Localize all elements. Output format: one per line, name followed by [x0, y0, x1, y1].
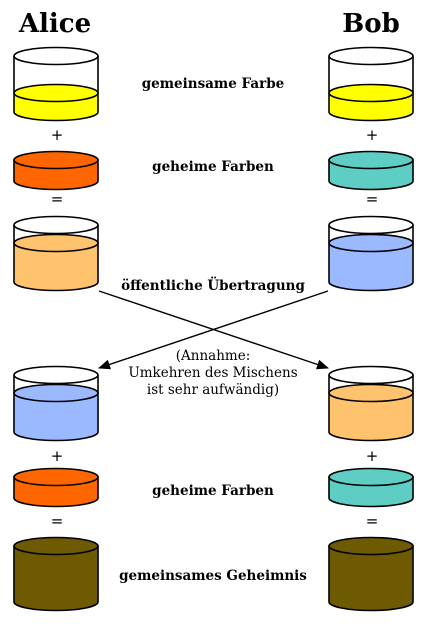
alice-secret-color-container	[13, 150, 99, 191]
alice-common-color-container	[13, 46, 99, 122]
alice-received-mixture-container	[13, 365, 99, 442]
paint-containers	[13, 46, 414, 612]
bob-received-mixture-container	[328, 365, 414, 442]
label-shared-secret: gemeinsames Geheimnis	[119, 568, 307, 584]
alice-shared-secret-container	[13, 536, 99, 612]
alice-plus-2: +	[51, 447, 64, 465]
bob-shared-secret-container	[328, 536, 414, 612]
alice-title: Alice	[18, 9, 91, 39]
alice-mixture-container	[13, 215, 99, 292]
note-line-3: ist sehr aufwändig)	[147, 382, 279, 398]
bob-mixture-container	[328, 215, 414, 292]
bob-secret-color-container-2	[328, 467, 414, 508]
alice-plus-1: +	[51, 126, 64, 144]
bob-common-color-container	[328, 46, 414, 122]
bob-title: Bob	[342, 9, 400, 39]
label-common-color: gemeinsame Farbe	[142, 76, 285, 92]
alice-secret-color-container-2	[13, 467, 99, 508]
bob-secret-color-container	[328, 150, 414, 191]
label-secret-colors-2: geheime Farben	[152, 483, 274, 499]
label-public-transfer: öffentliche Übertragung	[121, 277, 305, 294]
alice-equals-2: =	[51, 512, 64, 530]
bob-plus-2: +	[366, 447, 379, 465]
alice-equals-1: =	[51, 190, 64, 208]
bob-equals-2: =	[366, 512, 379, 530]
arrow-bob-to-alice	[98, 290, 329, 370]
note-line-2: Umkehren des Mischens	[128, 365, 297, 381]
bob-plus-1: +	[366, 126, 379, 144]
note-line-1: (Annahme:	[176, 348, 251, 364]
bob-equals-1: =	[366, 190, 379, 208]
label-secret-colors-1: geheime Farben	[152, 159, 274, 175]
